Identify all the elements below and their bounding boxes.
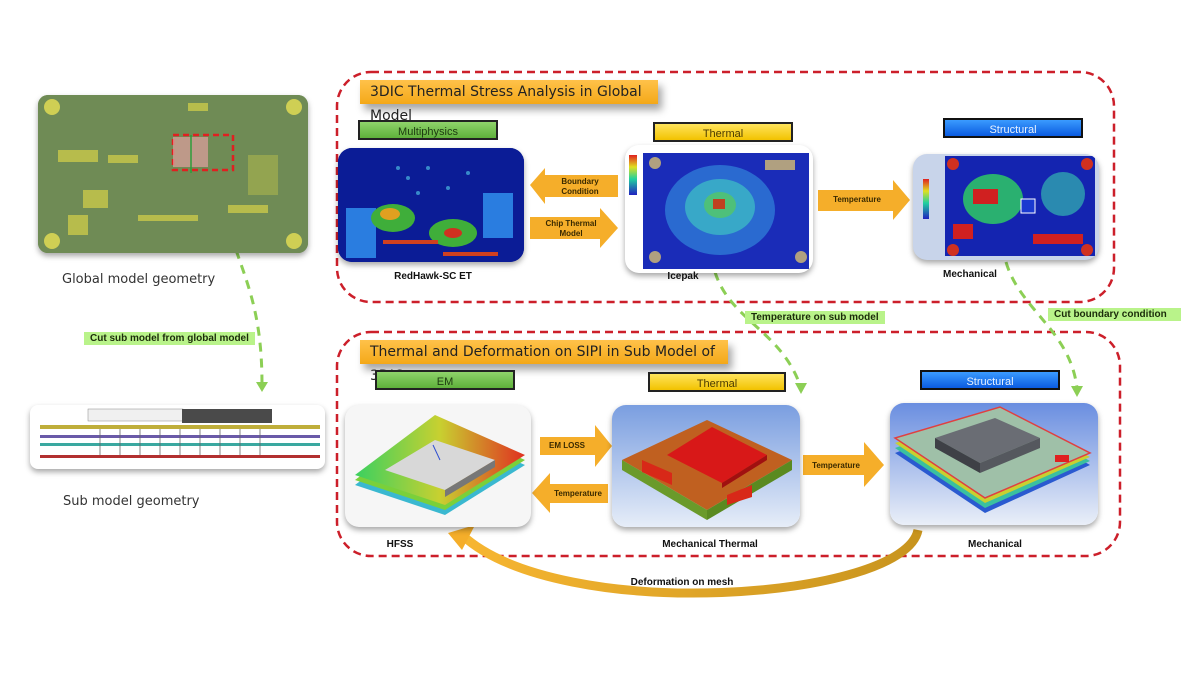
global-geometry-image xyxy=(38,95,308,253)
temperature-fwd-label: Temperature xyxy=(812,461,860,470)
temperature-arrow-global xyxy=(818,180,910,220)
category-thermal-global: Thermal xyxy=(653,122,793,142)
category-em: EM xyxy=(375,370,515,390)
tool-hfss: HFSS xyxy=(386,539,414,550)
global-model-frame xyxy=(335,70,1116,304)
mechanical-sub-result-image xyxy=(890,403,1098,525)
temp-submodel-arrowhead xyxy=(795,383,807,394)
tool-icepak: Icepak xyxy=(667,271,699,282)
tool-mechanical-thermal: Mechanical Thermal xyxy=(662,539,758,550)
temperature-fwd-arrow xyxy=(803,442,884,487)
cut-submodel-connector xyxy=(234,249,264,386)
boundary-condition-label: Boundary Condition xyxy=(561,177,599,196)
category-thermal-sub: Thermal xyxy=(648,372,786,392)
boundary-condition-arrow xyxy=(530,168,618,204)
temperature-back-arrow xyxy=(532,473,608,513)
temperature-back-label: Temperature xyxy=(554,489,602,498)
category-structural-sub: Structural xyxy=(920,370,1060,390)
global-section-title: 3DIC Thermal Stress Analysis in Global M… xyxy=(360,80,658,124)
cut-boundary-connector xyxy=(1004,261,1079,389)
icepak-result-image xyxy=(625,145,813,273)
em-loss-label: EM LOSS xyxy=(548,441,585,450)
redhawk-result-image xyxy=(338,148,524,262)
category-multiphysics: Multiphysics xyxy=(358,120,498,140)
deformation-arrowhead xyxy=(448,525,475,550)
tool-mechanical-sub: Mechanical xyxy=(968,539,1022,550)
sub-section-title: Thermal and Deformation on SIPI in Sub M… xyxy=(360,340,728,384)
chip-thermal-model-arrow xyxy=(530,208,618,248)
mechanical-thermal-result-image xyxy=(612,405,800,527)
deformation-arrow xyxy=(458,528,923,598)
cut-boundary-label: Cut boundary condition xyxy=(1048,308,1183,321)
sub-model-frame xyxy=(335,330,1122,558)
temp-submodel-connector xyxy=(713,271,802,386)
hfss-result-image xyxy=(345,405,531,527)
cut-boundary-arrowhead xyxy=(1071,386,1083,397)
sub-geometry-caption: Sub model geometry xyxy=(63,494,200,509)
temp-submodel-label: Temperature on sub model xyxy=(745,311,887,324)
cut-submodel-label: Cut sub model from global model xyxy=(84,332,257,345)
tool-mechanical-global: Mechanical xyxy=(943,269,997,280)
mechanical-global-result-image xyxy=(913,154,1099,260)
category-structural-global: Structural xyxy=(943,118,1083,138)
sub-geometry-image xyxy=(30,405,325,469)
tool-redhawk: RedHawk-SC ET xyxy=(394,271,472,282)
temperature-global-label: Temperature xyxy=(833,195,881,204)
cut-submodel-arrowhead xyxy=(256,382,268,392)
deformation-on-mesh-label: Deformation on mesh xyxy=(630,577,734,588)
em-loss-arrow xyxy=(540,425,612,467)
chip-thermal-model-label: Chip Thermal Model xyxy=(545,219,597,238)
global-geometry-caption: Global model geometry xyxy=(62,272,216,287)
